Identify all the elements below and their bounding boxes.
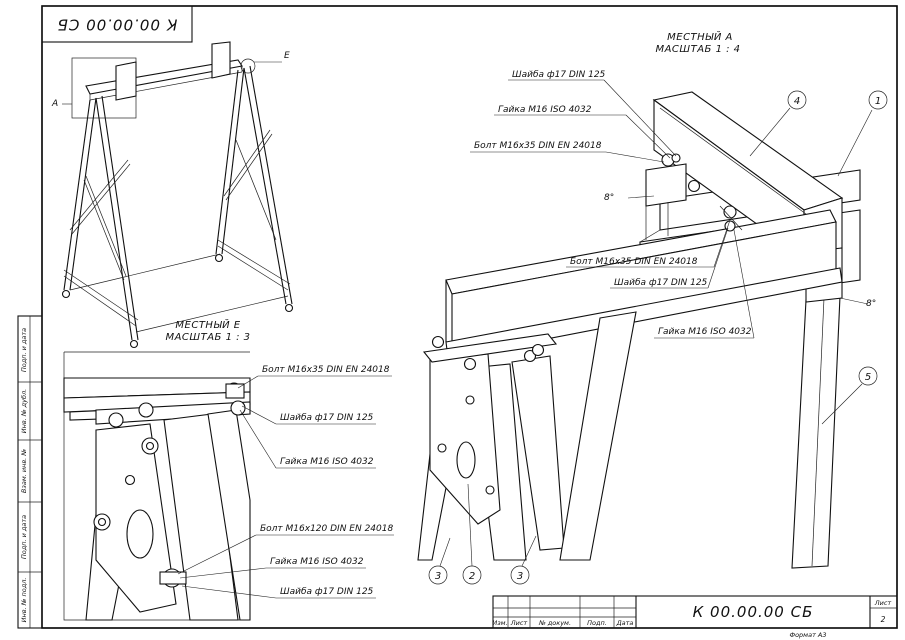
balloon-pos-5: 5 [821,366,878,425]
callout-a-bolt-top: Болт М16х35 DIN EN 24018 [474,141,602,151]
frame-code-text: К 00.00.00 СБ [693,603,814,621]
callout-a-nut-mid: Гайка М16 ISO 4032 [658,327,752,337]
tb-col-date: Дата [616,619,634,627]
tb-col-change: Изм. [492,619,507,627]
tb-col-sign: Подп. [587,619,607,627]
stamp-code-text: К 00.00.00 СБ [57,16,178,34]
balloon-pos-1: 1 [837,90,888,177]
callout-a-washer-top: Шайба ф17 DIN 125 [512,70,606,80]
callout-e-bolt-top: Болт М16х35 DIN EN 24018 [262,365,390,375]
balloon-pos-2: 2 [462,483,482,585]
side-stamp-dup-inv: Инв. № дубл. [20,389,28,433]
balloon-pos-3-left: 3 [428,537,451,585]
side-stamp: Подп. и дата Инв. № дубл. Взам. инв. № П… [17,315,43,629]
side-stamp-sign-date-1: Подп. и дата [20,328,28,372]
view-a-title: МЕСТНЫЙ А [667,30,733,43]
callout-e-washer-low: Шайба ф17 DIN 125 [280,587,374,597]
tb-col-sheet: Лист [510,619,528,627]
svg-text:1: 1 [875,96,881,107]
svg-text:3: 3 [435,571,441,582]
sheet-number: 2 [881,615,886,624]
rotated-code-stamp [41,5,193,43]
overall-gantry-view: А Е [51,41,294,349]
view-a-marker: А [51,99,58,109]
view-a-scale: МАСШТАБ 1 : 4 [655,44,740,55]
side-stamp-repl-inv: Взам. инв. № [20,449,28,493]
side-stamp-orig-inv: Инв. № подл. [20,578,28,623]
callout-a-washer-mid: Шайба ф17 DIN 125 [614,278,708,288]
svg-text:5: 5 [865,372,871,383]
callout-a-bolt-mid: Болт М16х35 DIN EN 24018 [570,257,698,267]
callout-a-nut-top: Гайка М16 ISO 4032 [498,105,592,115]
position-balloons: 1 4 5 3 2 3 [428,90,888,585]
title-block: Изм. Лист № докум. Подп. Дата К 00.00.00… [492,595,898,639]
balloon-pos-4: 4 [749,90,807,157]
callout-e-bolt-low: Болт М16х120 DIN EN 24018 [260,524,393,534]
angle-right: 8° [866,299,876,309]
callout-e-nut-low: Гайка М16 ISO 4032 [270,557,364,567]
svg-text:4: 4 [794,96,800,107]
detail-view-e: МЕСТНЫЙ Е МАСШТАБ 1 : 3 [63,318,394,621]
format-label: Формат А3 [789,631,826,639]
balloon-pos-3-right: 3 [510,535,537,585]
view-e-marker-circle [240,58,256,74]
tb-col-doc: № докум. [538,619,571,627]
view-e-scale: МАСШТАБ 1 : 3 [165,332,250,343]
view-a-marker-box [71,57,137,119]
sheet-label: Лист [874,599,892,607]
angle-left: 8° [604,193,614,203]
callout-e-nut-top: Гайка М16 ISO 4032 [280,457,374,467]
svg-text:2: 2 [469,571,475,582]
view-e-title: МЕСТНЫЙ Е [175,318,240,331]
view-e-marker: Е [284,51,290,61]
svg-text:3: 3 [517,571,523,582]
callout-e-washer-top: Шайба ф17 DIN 125 [280,413,374,423]
detail-view-a: МЕСТНЫЙ А МАСШТАБ 1 : 4 [417,30,876,569]
side-stamp-sign-date-2: Подп. и дата [20,515,28,559]
